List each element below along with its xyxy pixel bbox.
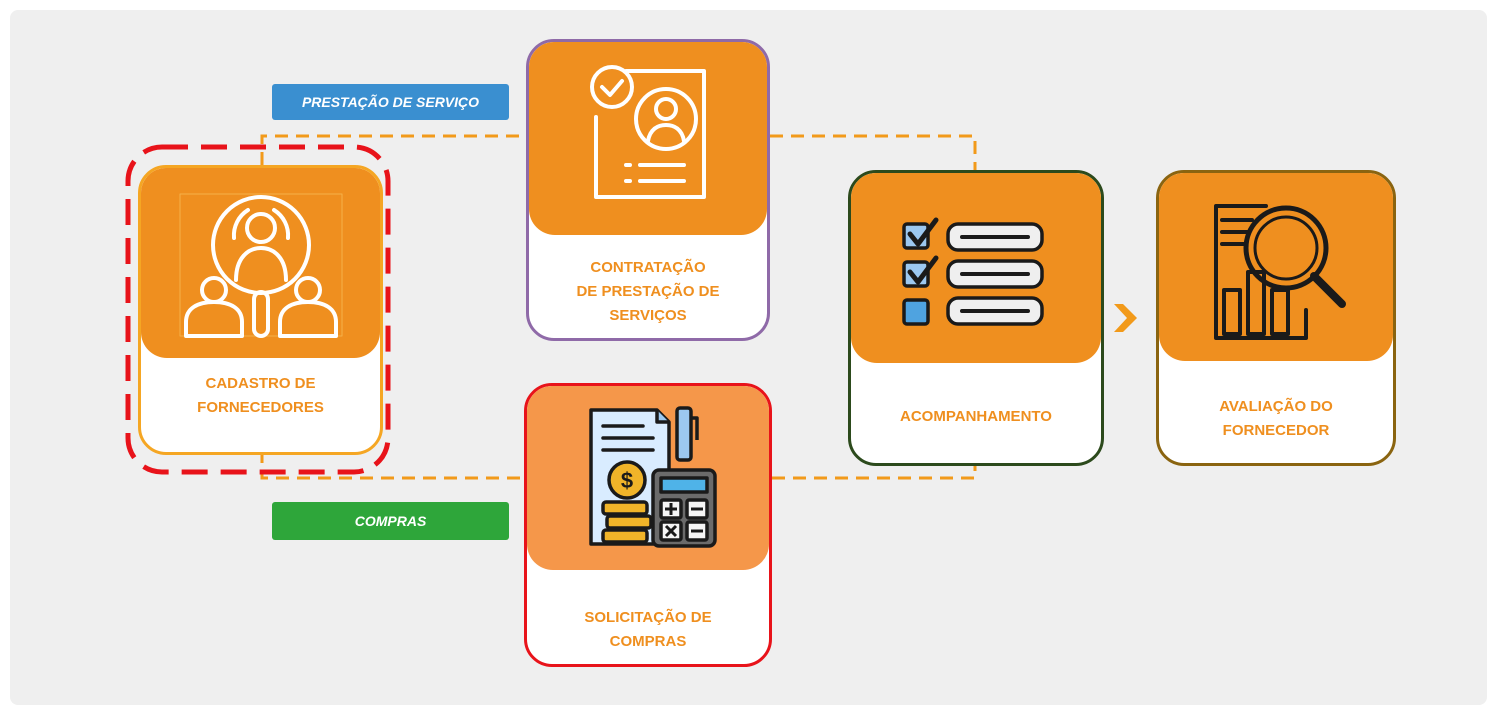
contract-profile-icon <box>529 54 767 209</box>
step-label: CONTRATAÇÃO DE PRESTAÇÃO DE SERVIÇOS <box>529 256 767 328</box>
label-line: DE PRESTAÇÃO DE <box>576 283 720 300</box>
label-line: FORNECEDOR <box>1222 422 1330 439</box>
service-tag-label: PRESTAÇÃO DE SERVIÇO <box>301 94 480 110</box>
people-search-icon <box>141 190 380 340</box>
step-label: AVALIAÇÃO DO FORNECEDOR <box>1159 395 1393 443</box>
purchases-tag: COMPRAS <box>272 502 509 540</box>
service-tag: PRESTAÇÃO DE SERVIÇO <box>272 84 509 120</box>
step-header <box>141 168 380 358</box>
step-label: SOLICITAÇÃO DE COMPRAS <box>527 606 769 654</box>
purchases-tag-label: COMPRAS <box>354 513 427 529</box>
label-line: FORNECEDORES <box>197 399 324 416</box>
step-monitoring[interactable]: ACOMPANHAMENTO <box>848 170 1104 466</box>
label-line: CONTRATAÇÃO <box>590 259 706 276</box>
step-header <box>1159 173 1393 361</box>
step-service-contracting[interactable]: CONTRATAÇÃO DE PRESTAÇÃO DE SERVIÇOS <box>526 39 770 341</box>
step-label: CADASTRO DE FORNECEDORES <box>141 372 380 420</box>
checklist-icon <box>851 195 1101 335</box>
step-label: ACOMPANHAMENTO <box>851 405 1101 429</box>
step-purchase-request[interactable]: $ SOLICITAÇÃO DE COMPRAS <box>524 383 772 667</box>
label-line: AVALIAÇÃO DO <box>1219 398 1333 415</box>
finance-calculator-icon: $ <box>527 404 769 554</box>
step-supplier-evaluation[interactable]: AVALIAÇÃO DO FORNECEDOR <box>1156 170 1396 466</box>
label-line: CADASTRO DE <box>205 375 316 392</box>
svg-text:$: $ <box>621 468 633 493</box>
report-magnifier-icon <box>1159 195 1393 345</box>
label-line: SERVIÇOS <box>609 307 687 324</box>
label-line: ACOMPANHAMENTO <box>900 408 1052 425</box>
label-line: SOLICITAÇÃO DE <box>584 609 712 626</box>
label-line: COMPRAS <box>609 633 687 650</box>
step-supplier-registration[interactable]: CADASTRO DE FORNECEDORES <box>138 165 383 455</box>
